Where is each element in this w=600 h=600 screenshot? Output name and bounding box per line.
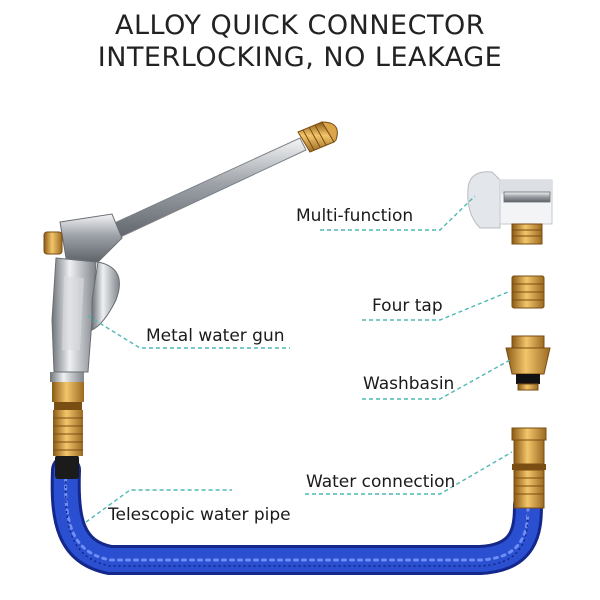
headline-line-1: ALLOY QUICK CONNECTOR	[115, 10, 485, 41]
leader-four-tap	[362, 291, 509, 321]
label-four-tap: Four tap	[372, 296, 443, 316]
multi-function-connector	[467, 171, 553, 245]
hose-collar-left	[55, 455, 79, 479]
leader-multi-function	[320, 195, 476, 231]
leader-water-connection	[305, 451, 513, 495]
metal-water-gun	[43, 121, 338, 373]
leader-telescopic-water-pipe	[85, 489, 232, 523]
washbasin-connector	[505, 335, 551, 391]
four-tap-fitting	[511, 275, 545, 309]
water-connection-fitting	[511, 427, 547, 509]
label-telescopic-water-pipe: Telescopic water pipe	[108, 505, 291, 525]
label-washbasin: Washbasin	[363, 374, 455, 394]
leader-washbasin	[362, 359, 511, 400]
headline-line-2: INTERLOCKING, NO LEAKAGE	[97, 42, 503, 73]
label-multi-function: Multi-function	[296, 206, 414, 226]
telescopic-hose	[50, 455, 543, 575]
label-water-connection: Water connection	[306, 472, 456, 492]
hose-fitting-left	[50, 372, 84, 456]
label-metal-water-gun: Metal water gun	[146, 326, 285, 346]
leader-metal-water-gun	[87, 315, 290, 349]
